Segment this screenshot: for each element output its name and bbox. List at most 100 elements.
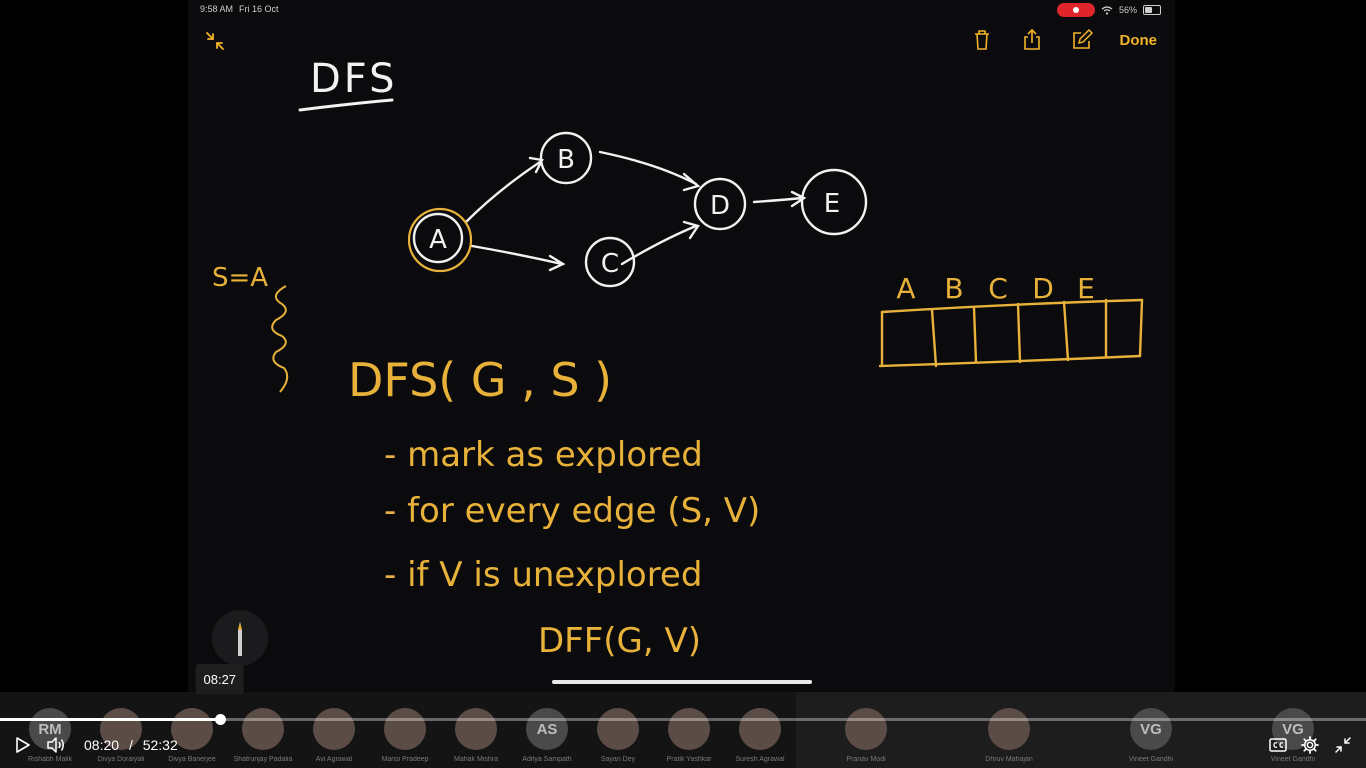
seek-tooltip: 08:27 (195, 664, 245, 694)
participant-avatar (384, 708, 426, 750)
participant-tile[interactable]: VG Vineet Gandhi (1116, 692, 1186, 768)
node-d: D (710, 191, 730, 221)
time-separator: / (128, 737, 133, 753)
pencil-tool[interactable] (212, 610, 268, 666)
battery-icon (1143, 5, 1161, 15)
duration: 52:32 (142, 737, 178, 753)
participant-tile[interactable]: Suresh Agrawal (725, 692, 795, 768)
share-icon[interactable] (1020, 28, 1044, 52)
participant-tile[interactable]: Avi Agrawal (299, 692, 369, 768)
array-label-d: D (1032, 272, 1054, 305)
notes-toolbar: Done (970, 28, 1158, 52)
handwritten-canvas: DFS A B C D E S=A (212, 56, 1144, 661)
player-controls: 08:20 / 52:32 (0, 730, 1366, 760)
participant-name: Divya Doraiyali (97, 756, 145, 763)
ipad-status-bar: 9:58 AM Fri 16 Oct (200, 4, 279, 14)
collapse-icon[interactable] (204, 30, 226, 52)
participant-tile[interactable]: Dhruv Mahajan (974, 692, 1044, 768)
source-label: S=A (212, 263, 268, 293)
captions-icon (1269, 738, 1287, 752)
play-button[interactable] (8, 730, 38, 760)
participant-name: Dhruv Mahajan (985, 756, 1033, 763)
participant-tile[interactable]: Mahak Mishra (441, 692, 511, 768)
participant-avatar: VG (1272, 708, 1314, 750)
participant-name: Mahak Mishra (454, 756, 498, 763)
participant-avatar: RM (29, 708, 71, 750)
exit-fullscreen-icon (1335, 737, 1351, 753)
home-indicator (552, 680, 812, 684)
participant-avatar (455, 708, 497, 750)
participant-name: Suresh Agrawal (735, 756, 785, 763)
pencil-icon (238, 622, 242, 656)
code-signature: DFS( G , S ) (348, 353, 612, 407)
volume-button[interactable] (41, 730, 71, 760)
participant-tile[interactable]: Divya Banerjee (157, 692, 227, 768)
ipad-time: 9:58 AM (200, 4, 234, 14)
participant-name: Vineet Gandhi (1270, 756, 1316, 763)
node-b: B (557, 145, 575, 175)
participant-tile[interactable]: Divya Doraiyali (86, 692, 156, 768)
time-display: 08:20 / 52:32 (84, 737, 178, 753)
battery-percent: 56% (1118, 5, 1137, 15)
participant-avatar (845, 708, 887, 750)
participant-name: Vineet Gandhi (1128, 756, 1174, 763)
array-label-e: E (1077, 272, 1095, 305)
shared-screen: 9:58 AM Fri 16 Oct 56% Done DFS (188, 0, 1175, 692)
ipad-date: Fri 16 Oct (239, 4, 279, 14)
participant-name: Sayan Dey (600, 756, 636, 763)
participant-name: Mansi Pradeep (381, 756, 429, 763)
compose-icon[interactable] (1070, 28, 1094, 52)
code-line-3: - if V is unexplored (384, 555, 702, 595)
participant-tile[interactable]: AS Aditya Sampath (512, 692, 582, 768)
array-label-a: A (896, 272, 915, 305)
participant-tile[interactable]: RM Rishabh Malik (15, 692, 85, 768)
code-line-4: DFF(G, V) (538, 621, 701, 661)
participant-tile[interactable]: Shatrunjay Padalia (228, 692, 298, 768)
participant-tile[interactable]: Mansi Pradeep (370, 692, 440, 768)
node-e: E (824, 189, 840, 219)
participant-name: Avi Agrawal (315, 756, 353, 763)
participant-avatar (739, 708, 781, 750)
done-button[interactable]: Done (1119, 31, 1158, 49)
participant-avatar (313, 708, 355, 750)
gear-icon (1301, 736, 1319, 754)
participant-avatar (668, 708, 710, 750)
code-line-1: - mark as explored (384, 435, 703, 475)
node-a: A (429, 225, 447, 255)
notes-title: DFS (310, 56, 398, 102)
progress-bar[interactable] (0, 714, 1366, 725)
code-line-2: - for every edge (S, V) (384, 491, 760, 531)
participant-avatar (100, 708, 142, 750)
participants-right-panel (796, 692, 1366, 768)
participant-avatar (597, 708, 639, 750)
wifi-icon (1101, 5, 1113, 15)
participant-name: Aditya Sampath (522, 756, 572, 763)
array-label-c: C (988, 272, 1008, 305)
node-c: C (601, 249, 619, 279)
current-time: 08:20 (84, 737, 120, 753)
participant-avatar: AS (526, 708, 568, 750)
participant-name: Shatrunjay Padalia (233, 756, 293, 763)
participant-avatar (988, 708, 1030, 750)
ipad-status-icons: 56% (1056, 3, 1161, 17)
participant-avatar (171, 708, 213, 750)
participant-tile[interactable]: VG Vineet Gandhi (1258, 692, 1328, 768)
settings-button[interactable] (1295, 730, 1325, 760)
participants-strip: RM Rishabh Malik Divya Doraiyali Divya Bane… (0, 692, 1366, 768)
participant-tile[interactable]: Sayan Dey (583, 692, 653, 768)
volume-icon (47, 737, 64, 753)
captions-button[interactable] (1263, 730, 1293, 760)
participant-name: Divya Banerjee (168, 756, 216, 763)
array-label-b: B (944, 272, 963, 305)
participant-name: Rishabh Malik (28, 756, 72, 763)
trash-icon[interactable] (970, 28, 994, 52)
participant-name: Pratik Yashkar (666, 756, 712, 763)
exit-fullscreen-button[interactable] (1328, 730, 1358, 760)
participant-tile[interactable]: Pranav Modi (831, 692, 901, 768)
progress-thumb[interactable] (214, 714, 226, 725)
participant-avatar (242, 708, 284, 750)
participant-avatar: VG (1130, 708, 1172, 750)
recording-icon (1056, 3, 1095, 17)
progress-fill (0, 718, 217, 721)
participant-tile[interactable]: Pratik Yashkar (654, 692, 724, 768)
